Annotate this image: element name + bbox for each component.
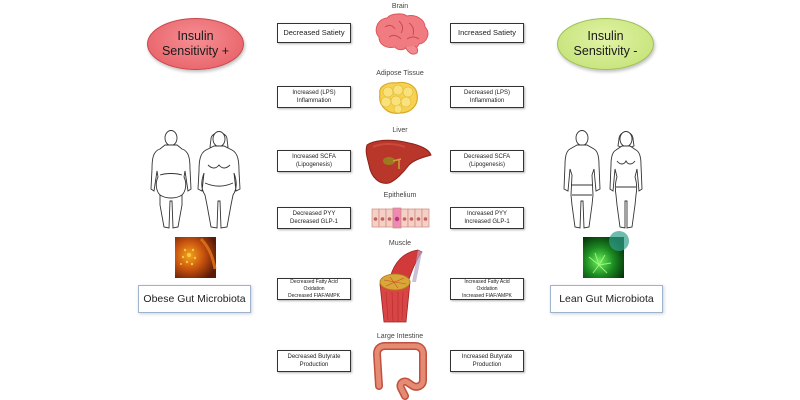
effect-line: Decreased Fatty Acid xyxy=(290,278,338,285)
right-effect-adipose: Decreased (LPS) Inflammation xyxy=(450,86,524,108)
effect-line: Increased Fatty Acid Oxidation xyxy=(464,278,510,292)
effect-line: Inflammation xyxy=(296,98,332,104)
obese-gut-microbiota-label: Obese Gut Microbiota xyxy=(138,285,251,313)
effect-line: Decreased Butyrate xyxy=(287,354,341,360)
organ-label-brain: Brain xyxy=(391,3,409,10)
left-header-line2: Sensitivity + xyxy=(161,44,230,58)
effect-line: Decreased (LPS) xyxy=(463,90,511,96)
left-effect-brain: Decreased Satiety xyxy=(277,23,351,43)
effect-line: (Lipogenesis) xyxy=(468,162,505,168)
organ-label-epithelium: Epithelium xyxy=(383,192,417,199)
liver-icon xyxy=(365,139,432,184)
effect-line: Production xyxy=(472,362,502,368)
obese-man-figure xyxy=(150,130,192,229)
right-effect-epithelium: Increased PYY Increased GLP-1 xyxy=(450,207,524,229)
green-bacteria-image xyxy=(583,231,629,278)
epithelium-icon xyxy=(371,207,430,229)
effect-line: Inflammation xyxy=(469,98,505,104)
left-effect-epithelium: Decreased PYY Decreased GLP-1 xyxy=(277,207,351,229)
effect-line: Oxidation xyxy=(303,285,325,292)
muscle-icon xyxy=(379,249,423,323)
organ-label-muscle: Muscle xyxy=(388,240,412,247)
effect-line: Increased Butyrate xyxy=(461,354,513,360)
effect-line: Increased Satiety xyxy=(458,28,516,37)
effect-line: Increased FIAF/AMPK xyxy=(462,292,512,299)
organ-label-adipose: Adipose Tissue xyxy=(376,70,424,77)
left-effect-adipose: Increased (LPS) Inflammation xyxy=(277,86,351,108)
effect-line: (Lipogenesis) xyxy=(295,162,333,168)
effect-line: Decreased SCFA xyxy=(463,154,511,160)
organ-label-large-intestine: Large Intestine xyxy=(376,333,424,340)
lean-gut-microbiota-label: Lean Gut Microbiota xyxy=(550,285,663,313)
right-header-line1: Insulin xyxy=(587,29,624,43)
effect-line: Increased PYY xyxy=(466,211,507,217)
effect-line: Decreased GLP-1 xyxy=(289,219,339,225)
effect-line: Decreased FIAF/AMPK xyxy=(288,292,340,299)
left-header-line1: Insulin xyxy=(177,29,214,43)
effect-line: Increased (LPS) xyxy=(292,90,336,96)
brain-icon xyxy=(375,13,429,55)
large-intestine-icon xyxy=(372,342,427,400)
left-effect-liver: Increased SCFA (Lipogenesis) xyxy=(277,150,351,172)
lean-man-figure xyxy=(563,130,601,229)
effect-line: Production xyxy=(299,362,329,368)
organ-label-liver: Liver xyxy=(392,127,408,134)
effect-line: Increased GLP-1 xyxy=(464,219,510,225)
lean-woman-figure xyxy=(609,131,643,229)
adipose-tissue-icon xyxy=(379,81,418,114)
right-header-line2: Sensitivity - xyxy=(573,44,638,58)
orange-bacteria-image xyxy=(175,237,217,278)
effect-line: Increased SCFA xyxy=(292,154,336,160)
effect-line: Decreased Satiety xyxy=(283,28,345,37)
right-effect-brain: Increased Satiety xyxy=(450,23,524,43)
right-effect-liver: Decreased SCFA (Lipogenesis) xyxy=(450,150,524,172)
obese-woman-figure xyxy=(197,131,241,229)
effect-line: Decreased PYY xyxy=(292,211,336,217)
